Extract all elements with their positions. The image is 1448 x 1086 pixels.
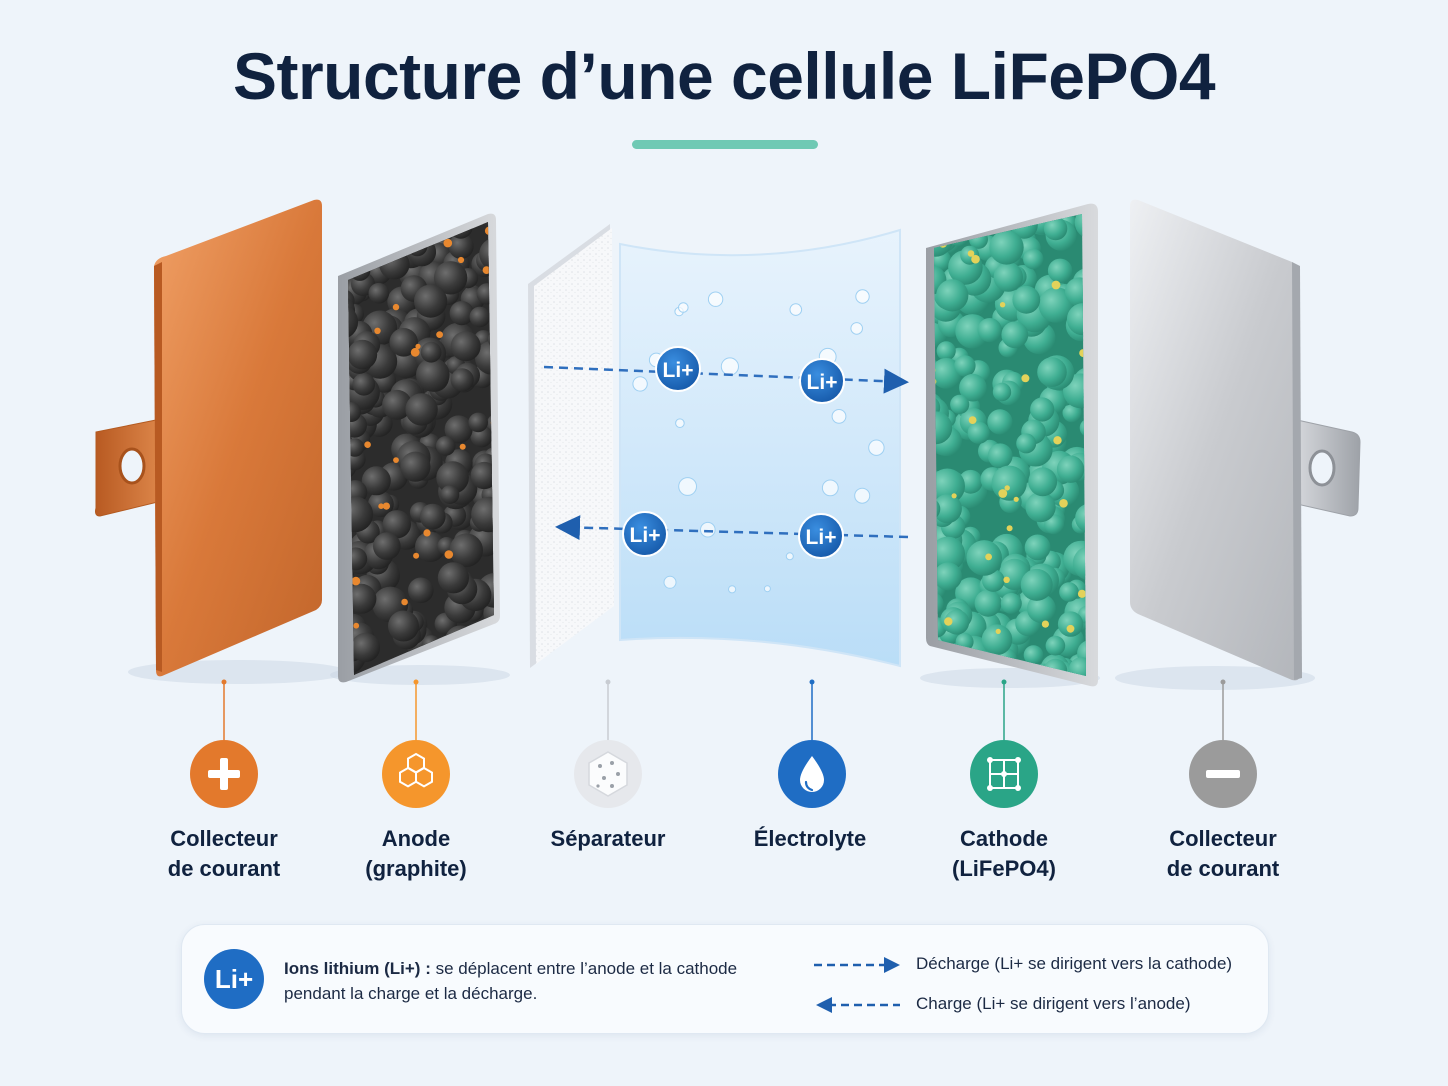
label-cathode: Cathode(LiFePO4) — [952, 826, 1056, 881]
label-anode: Anode(graphite) — [365, 826, 467, 881]
porous-membrane-icon — [574, 740, 642, 808]
charge-arrow-icon — [816, 997, 900, 1013]
svg-text:Li+: Li+ — [806, 526, 837, 549]
electrolyte-volume — [619, 228, 901, 668]
svg-text:Li+: Li+ — [807, 371, 838, 394]
aluminium-current-collector — [1130, 199, 1361, 681]
label-electrolyte: Électrolyte — [753, 826, 867, 851]
copper-current-collector — [95, 199, 322, 677]
svg-text:Li+: Li+ — [630, 524, 661, 547]
crystal-lattice-icon — [970, 740, 1038, 808]
charge-flow — [555, 515, 909, 541]
page-title: Structure d’une cellule LiFePO4 — [232, 39, 1216, 113]
hexagon-lattice-icon — [382, 740, 450, 808]
lithium-ion: Li+ — [799, 358, 845, 404]
lifepo4-cathode — [926, 203, 1098, 687]
cell-diagram: Li+ Li+ Li+ Li+ — [95, 199, 1361, 808]
legend-panel: Li+ Ions lithium (Li+) : se déplacent en… — [181, 924, 1269, 1034]
lithium-ion: Li+ — [798, 513, 844, 559]
lithium-ion: Li+ — [655, 346, 701, 392]
legend-discharge: Décharge (Li+ se dirigent vers la cathod… — [916, 954, 1233, 973]
lithium-ion: Li+ — [622, 511, 668, 557]
minus-icon — [1189, 740, 1257, 808]
legend-charge: Charge (Li+ se dirigent vers l’anode) — [916, 994, 1191, 1013]
droplet-icon — [778, 740, 846, 808]
separator-membrane — [528, 224, 614, 668]
lithium-ion-badge: Li+ — [204, 949, 264, 1009]
label-connectors — [221, 679, 1226, 740]
title-underline — [632, 140, 818, 149]
svg-text:Li+: Li+ — [663, 359, 694, 382]
discharge-arrow-icon — [814, 957, 900, 973]
label-separator: Séparateur — [550, 826, 666, 851]
plus-icon — [190, 740, 258, 808]
graphite-anode — [338, 213, 500, 683]
legend-ion-description: Ions lithium (Li+) : se déplacent entre … — [284, 959, 738, 1003]
